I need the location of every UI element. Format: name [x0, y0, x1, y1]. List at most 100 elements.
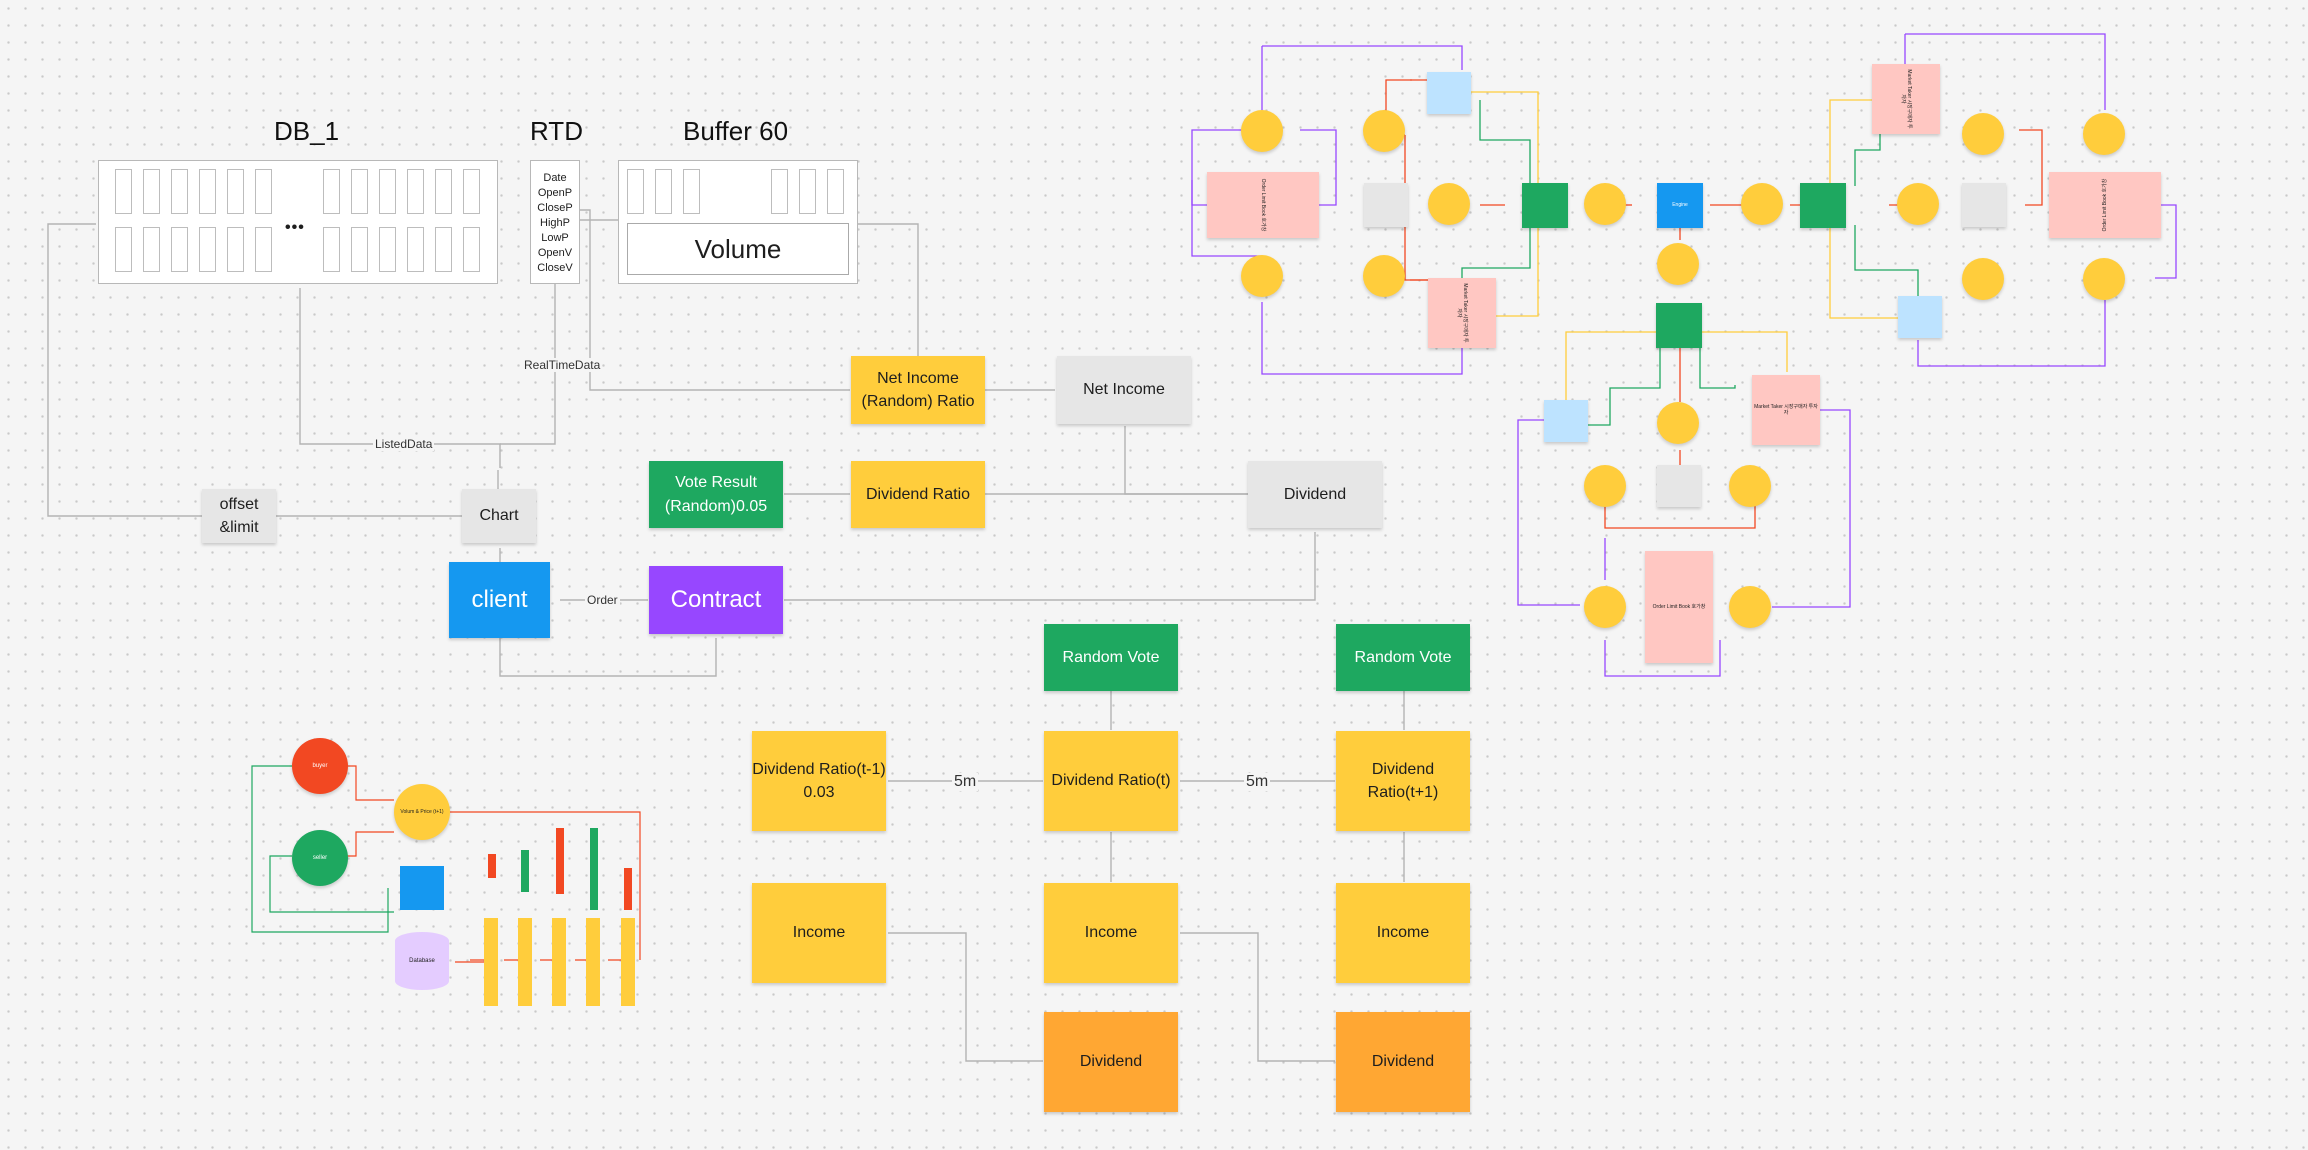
rtd-field: OpenV [537, 247, 573, 259]
db-cell [143, 227, 160, 272]
db-cell [255, 169, 272, 214]
network-node[interactable] [1241, 110, 1283, 152]
price-bar [521, 850, 529, 892]
buffer-cell [827, 169, 844, 214]
interval-label: 5m [952, 773, 979, 791]
buffer-cell [771, 169, 788, 214]
network-node[interactable] [1657, 243, 1699, 285]
network-node[interactable] [2083, 258, 2125, 300]
network-node[interactable] [1584, 465, 1626, 507]
db-cell [323, 169, 340, 214]
order-label: Order [585, 593, 620, 607]
rtd-heading: RTD [530, 116, 583, 146]
network-node[interactable] [1741, 183, 1783, 225]
order-limit-book-node[interactable]: Order Limit Book 호가창 [1207, 172, 1319, 238]
buffer-cell [799, 169, 816, 214]
network-node[interactable] [2083, 113, 2125, 155]
network-node[interactable] [1729, 586, 1771, 628]
db-table-frame[interactable]: ••• [98, 160, 498, 284]
candle-column [552, 918, 566, 1006]
green-block[interactable] [1800, 183, 1846, 228]
network-node[interactable] [1241, 255, 1283, 297]
network-node[interactable] [1897, 183, 1939, 225]
contract-node[interactable]: Contract [649, 566, 783, 634]
network-node[interactable] [1363, 110, 1405, 152]
gray-block[interactable] [1657, 465, 1701, 507]
dividend-ratio-t-node[interactable]: Dividend Ratio(t) [1044, 731, 1178, 831]
buffer-cell [683, 169, 700, 214]
green-block[interactable] [1656, 303, 1702, 348]
dividend-node[interactable]: Dividend [1248, 461, 1382, 528]
db-cell [143, 169, 160, 214]
random-vote-node[interactable]: Random Vote [1044, 624, 1178, 691]
dividend-ratio-prev-node[interactable]: Dividend Ratio(t-1) 0.03 [752, 731, 886, 831]
income-node[interactable]: Income [752, 883, 886, 983]
income-node[interactable]: Income [1044, 883, 1178, 983]
candle-column [586, 918, 600, 1006]
engine-node[interactable]: Engine [1657, 183, 1703, 228]
order-limit-book-label: Order Limit Book 호가창 [2102, 178, 2108, 232]
price-bar [624, 868, 632, 910]
candle-column [484, 918, 498, 1006]
listed-data-label: ListedData [373, 437, 435, 451]
network-node[interactable] [1657, 402, 1699, 444]
db-cell [435, 227, 452, 272]
network-node[interactable] [1729, 465, 1771, 507]
db-cell [199, 169, 216, 214]
database-node[interactable]: Database [395, 932, 449, 990]
market-maker-node[interactable] [1544, 400, 1588, 442]
buffer-heading: Buffer 60 [683, 116, 789, 146]
green-block[interactable] [1522, 183, 1568, 228]
market-maker-node[interactable] [1427, 72, 1471, 114]
random-vote-node[interactable]: Random Vote [1336, 624, 1470, 691]
network-node[interactable] [1584, 183, 1626, 225]
rtd-field-list[interactable]: Date OpenP CloseP HighP LowP OpenV Close… [530, 160, 580, 284]
chart-node[interactable]: Chart [462, 489, 536, 543]
network-node[interactable] [1363, 255, 1405, 297]
rtd-field: CloseP [537, 202, 573, 214]
offset-limit-node[interactable]: offset &limit [202, 489, 276, 543]
buffer-cell [655, 169, 672, 214]
realtime-data-label: RealTimeData [522, 358, 603, 372]
rtd-field: CloseV [537, 262, 573, 274]
network-node[interactable] [1428, 183, 1470, 225]
market-taker-label: Market Taker 시장구매자 투자자 [1900, 69, 1912, 129]
gray-block[interactable] [1962, 183, 2006, 227]
order-limit-book-node[interactable]: Order Limit Book 호가창 [2049, 172, 2161, 238]
market-taker-node[interactable]: Market Taker 시장구매자 투자자 [1872, 64, 1940, 134]
db-cell [227, 169, 244, 214]
dividend-result-node[interactable]: Dividend [1044, 1012, 1178, 1112]
order-limit-book-node[interactable]: Order Limit Book 호가창 [1645, 551, 1713, 663]
market-taker-node[interactable]: Market Taker 시장구매자 투자자 [1428, 278, 1496, 348]
db-cell [227, 227, 244, 272]
market-maker-node[interactable] [1898, 296, 1942, 338]
dividend-ratio-node[interactable]: Dividend Ratio [851, 461, 985, 528]
market-taker-label: Market Taker 시장구매자 투자자 [1754, 404, 1818, 416]
volume-box[interactable]: Volume [627, 223, 849, 275]
dividend-ratio-next-node[interactable]: Dividend Ratio(t+1) [1336, 731, 1470, 831]
order-limit-book-label: Order Limit Book 호가창 [1652, 604, 1706, 610]
network-node[interactable] [1962, 113, 2004, 155]
rtd-field: HighP [540, 217, 570, 229]
net-income-ratio-node[interactable]: Net Income (Random) Ratio [851, 356, 985, 424]
db-cell [199, 227, 216, 272]
buffer-cell [627, 169, 644, 214]
network-node[interactable] [1962, 258, 2004, 300]
db-cell [463, 227, 480, 272]
buffer-frame[interactable]: Volume [618, 160, 858, 284]
db-cell [407, 169, 424, 214]
order-limit-book-label: Order Limit Book 호가창 [1260, 178, 1266, 232]
interval-label: 5m [1244, 773, 1271, 791]
volume-price-node[interactable]: Volum & Price (t+1) [394, 784, 450, 840]
income-node[interactable]: Income [1336, 883, 1470, 983]
market-taker-node[interactable]: Market Taker 시장구매자 투자자 [1752, 375, 1820, 445]
network-node[interactable] [1584, 586, 1626, 628]
buyer-node[interactable]: buyer [292, 738, 348, 794]
gray-block[interactable] [1364, 183, 1408, 227]
engine-block[interactable] [400, 866, 444, 910]
vote-result-node[interactable]: Vote Result (Random)0.05 [649, 461, 783, 528]
net-income-node[interactable]: Net Income [1057, 356, 1191, 424]
client-node[interactable]: client [449, 562, 550, 638]
seller-node[interactable]: seller [292, 830, 348, 886]
dividend-result-node[interactable]: Dividend [1336, 1012, 1470, 1112]
